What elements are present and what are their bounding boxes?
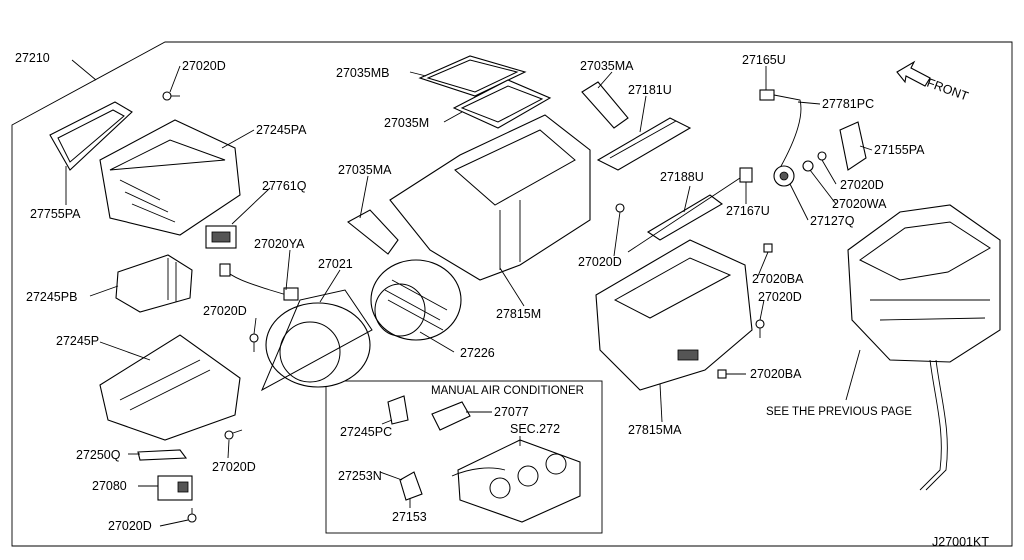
label-27021: 27021 [318, 257, 353, 271]
heater-assembly-icon [847, 204, 1001, 491]
label-27020d-b: 27020D [203, 304, 247, 318]
diagram-code: J27001KT [932, 535, 989, 549]
label-27253n: 27253N [338, 469, 382, 483]
diagram-frame [11, 41, 1013, 547]
part-27165u-sensor-icon [759, 89, 802, 169]
label-27020d-e: 27020D [840, 178, 884, 192]
screw-right-icon [615, 151, 827, 379]
label-27210: 27210 [15, 51, 50, 65]
leader-lines [65, 59, 873, 527]
part-27761q-connector-icon [205, 225, 237, 249]
part-27127q-actuator-icon [773, 165, 795, 187]
label-27020ba-a: 27020BA [752, 272, 804, 286]
part-27035mb-filter-icon [418, 55, 527, 97]
part-27245pa-housing-icon [99, 119, 241, 236]
label-27020d-f: 27020D [578, 255, 622, 269]
label-27155pa: 27155PA [874, 143, 925, 157]
part-27021-blower-case-icon [260, 289, 373, 392]
label-27080: 27080 [92, 479, 127, 493]
see-previous-page: SEE THE PREVIOUS PAGE [766, 406, 912, 418]
label-27245pa: 27245PA [256, 123, 307, 137]
part-27035m-filter-icon [452, 79, 552, 129]
part-27815ma-housing-icon [595, 239, 753, 391]
label-27250q: 27250Q [76, 448, 121, 462]
part-27167u-icon [627, 167, 753, 253]
part-27181u-core-icon [596, 117, 692, 171]
label-27755pa: 27755PA [30, 207, 81, 221]
label-27226: 27226 [460, 346, 495, 360]
label-27020d-g: 27020D [758, 290, 802, 304]
label-27035ma-b: 27035MA [580, 59, 634, 73]
label-27035mb: 27035MB [336, 66, 390, 80]
label-27181u: 27181U [628, 83, 672, 97]
label-27020d-a: 27020D [182, 59, 226, 73]
part-27035ma-seal-icon [347, 209, 399, 255]
part-27245pc-icon [387, 395, 409, 425]
label-sec-272: SEC.272 [510, 422, 560, 436]
ac-control-panel-icon [451, 439, 581, 523]
label-27035m: 27035M [384, 116, 429, 130]
part-27245pb-duct-icon [115, 254, 193, 313]
label-27020d-c: 27020D [212, 460, 256, 474]
part-27245p-lower-housing-icon [99, 334, 241, 441]
front-arrow-icon: FRONT [896, 60, 971, 104]
label-27165u: 27165U [742, 53, 786, 67]
label-27167u: 27167U [726, 204, 770, 218]
label-27127q: 27127Q [810, 214, 855, 228]
part-27815m-housing-icon [389, 114, 591, 281]
label-27188u: 27188U [660, 170, 704, 184]
label-27245pc: 27245PC [340, 425, 392, 439]
part-27155pa-icon [839, 121, 867, 171]
part-27188u-icon [646, 194, 723, 241]
part-27755pa-filter-icon [49, 101, 133, 171]
label-27020ya: 27020YA [254, 237, 305, 251]
label-27077: 27077 [494, 405, 529, 419]
label-27020d-d: 27020D [108, 519, 152, 533]
label-27815ma: 27815MA [628, 423, 682, 437]
manual-ac-box [325, 380, 603, 534]
part-27020ya-harness-icon [219, 263, 299, 301]
label-27781pc: 27781PC [822, 97, 874, 111]
label-27020ba-b: 27020BA [750, 367, 802, 381]
label-27245p: 27245P [56, 334, 99, 348]
part-27250q-icon [137, 449, 188, 461]
part-27153-icon [399, 471, 423, 501]
front-label: FRONT [925, 76, 971, 104]
part-27080-actuator-icon [157, 475, 193, 501]
part-27077-icon [431, 401, 471, 431]
label-27035ma-a: 27035MA [338, 163, 392, 177]
label-27153: 27153 [392, 510, 427, 524]
part-27035ma-seal-right-icon [581, 81, 629, 129]
part-27226-fan-icon [370, 259, 462, 341]
part-27020wa-icon [802, 160, 814, 172]
manual-ac-title: MANUAL AIR CONDITIONER [431, 385, 584, 397]
label-27020wa: 27020WA [832, 197, 887, 211]
label-27815m: 27815M [496, 307, 541, 321]
label-27761q: 27761Q [262, 179, 307, 193]
label-27245pb: 27245PB [26, 290, 77, 304]
